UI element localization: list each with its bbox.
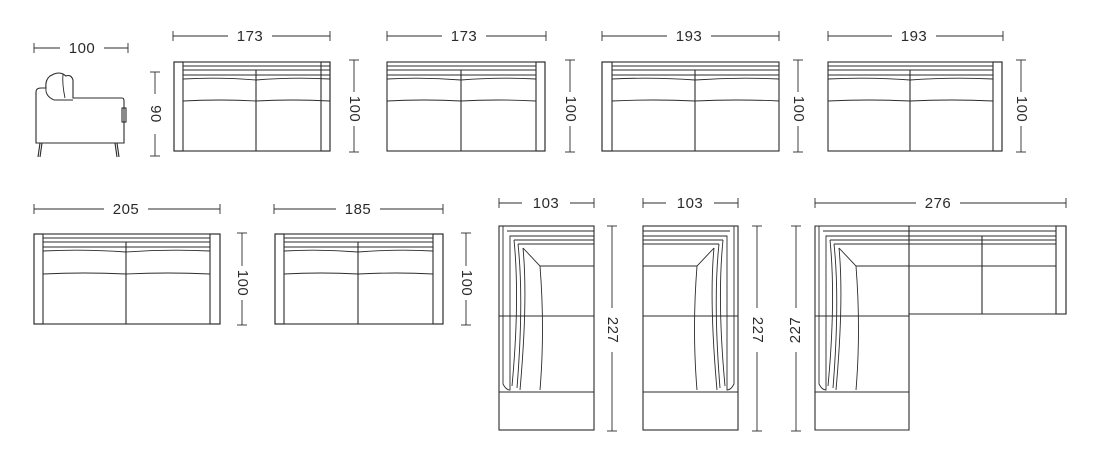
sofa-193-b-width-label: 193 [901,28,928,45]
side-view: 100 90 [33,40,164,158]
corner-sofa-length-label: 227 [787,317,804,344]
sofa-173-b: 173 100 [386,28,579,153]
chaise-right-width-label: 103 [677,195,704,212]
sofa-193-a: 193 100 [601,28,807,153]
chaise-right-width-dimension: 103 [642,195,739,212]
chaise-right-plan [642,225,739,431]
sofa-193-b-width-dimension: 193 [827,28,1004,45]
sofa-193-a-plan [601,61,780,152]
sofa-185-width-label: 185 [345,201,372,218]
sofa-193-a-width-dimension: 193 [601,28,780,45]
sofa-185-depth-dimension: 100 [458,232,475,326]
chaise-left-plan [498,225,595,431]
sofa-205-depth-dimension: 100 [234,232,251,326]
sofa-185: 185 100 [273,201,475,326]
sofa-193-b-plan [827,61,1003,152]
side-height-dimension: 90 [147,71,164,157]
chaise-left-width-dimension: 103 [498,195,595,212]
sofa-173-a-depth-label: 100 [346,96,363,123]
corner-sofa: 276 227 [787,195,1067,432]
corner-sofa-width-label: 276 [925,195,952,212]
sofa-193-b: 193 100 [827,28,1030,153]
chaise-right-length-dimension: 227 [749,225,766,432]
sofa-173-b-depth-label: 100 [562,96,579,123]
chaise-right-length-label: 227 [749,317,766,344]
sofa-173-b-width-label: 173 [451,28,478,45]
sofa-173-a-width-dimension: 173 [172,28,331,45]
sofa-side-profile [35,72,127,158]
sofa-193-a-depth-label: 100 [790,96,807,123]
sofa-205-width-dimension: 205 [33,201,221,218]
chaise-left: 103 227 [498,195,621,432]
chaise-right: 103 227 [642,195,766,432]
sofa-205-plan [33,233,221,325]
corner-sofa-length-dimension: 227 [787,225,804,432]
chaise-left-length-label: 227 [604,317,621,344]
sofa-173-b-width-dimension: 173 [386,28,547,45]
corner-sofa-plan [814,225,1067,431]
sofa-173-a: 173 100 [172,28,363,153]
side-width-label: 100 [69,40,96,57]
chaise-left-length-dimension: 227 [604,225,621,432]
sofa-173-a-depth-dimension: 100 [346,59,363,153]
sofa-173-a-plan [173,61,331,152]
sofa-205-width-label: 205 [113,201,140,218]
side-width-dimension: 100 [33,40,129,57]
sofa-205-depth-label: 100 [234,270,251,297]
sofa-193-a-depth-dimension: 100 [790,59,807,153]
side-height-label: 90 [147,105,164,123]
chaise-left-width-label: 103 [533,195,560,212]
sofa-173-b-plan [386,61,546,152]
sofa-185-depth-label: 100 [458,270,475,297]
sofa-173-a-width-label: 173 [237,28,264,45]
sofa-193-b-depth-label: 100 [1013,96,1030,123]
sofa-193-a-width-label: 193 [676,28,703,45]
sofa-205: 205 100 [33,201,251,326]
corner-sofa-width-dimension: 276 [814,195,1067,212]
sofa-185-width-dimension: 185 [273,201,444,218]
sofa-185-plan [274,233,444,325]
sofa-173-b-depth-dimension: 100 [562,59,579,153]
sofa-193-b-depth-dimension: 100 [1013,59,1030,153]
